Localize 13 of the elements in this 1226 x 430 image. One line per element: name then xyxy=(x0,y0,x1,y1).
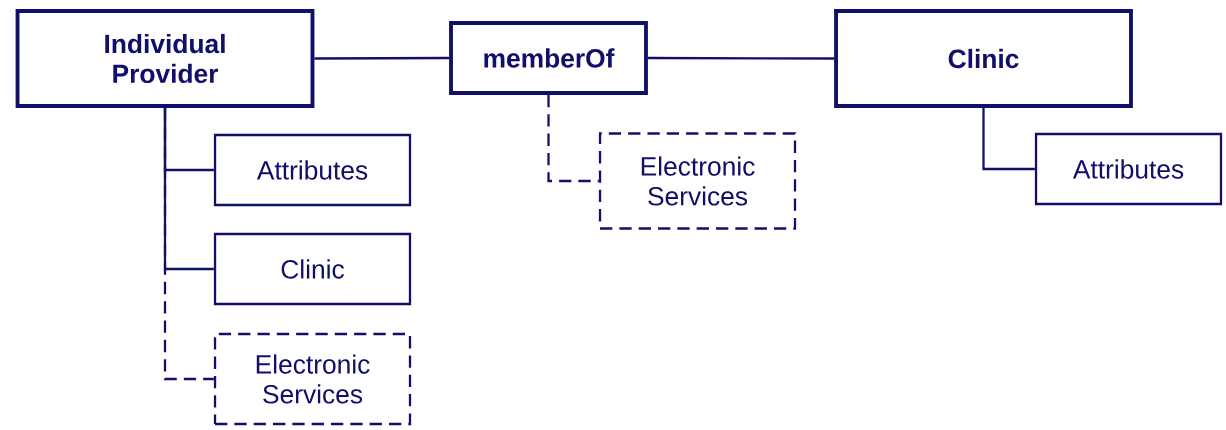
connector-line xyxy=(314,56,450,60)
optional-box: Electronic Services xyxy=(213,332,412,426)
attribute-box: Clinic xyxy=(213,232,412,306)
connector-line xyxy=(982,107,1035,171)
entity-box: Clinic xyxy=(834,9,1133,108)
connector-line xyxy=(547,94,599,183)
optional-box: Electronic Services xyxy=(598,132,797,230)
entity-box: Individual Provider xyxy=(15,9,315,108)
connector-line xyxy=(647,56,835,60)
connector-line xyxy=(163,107,214,381)
attribute-box: Attributes xyxy=(213,133,412,207)
entity-box: memberOf xyxy=(449,21,648,95)
attribute-box: Attributes xyxy=(1034,132,1223,206)
